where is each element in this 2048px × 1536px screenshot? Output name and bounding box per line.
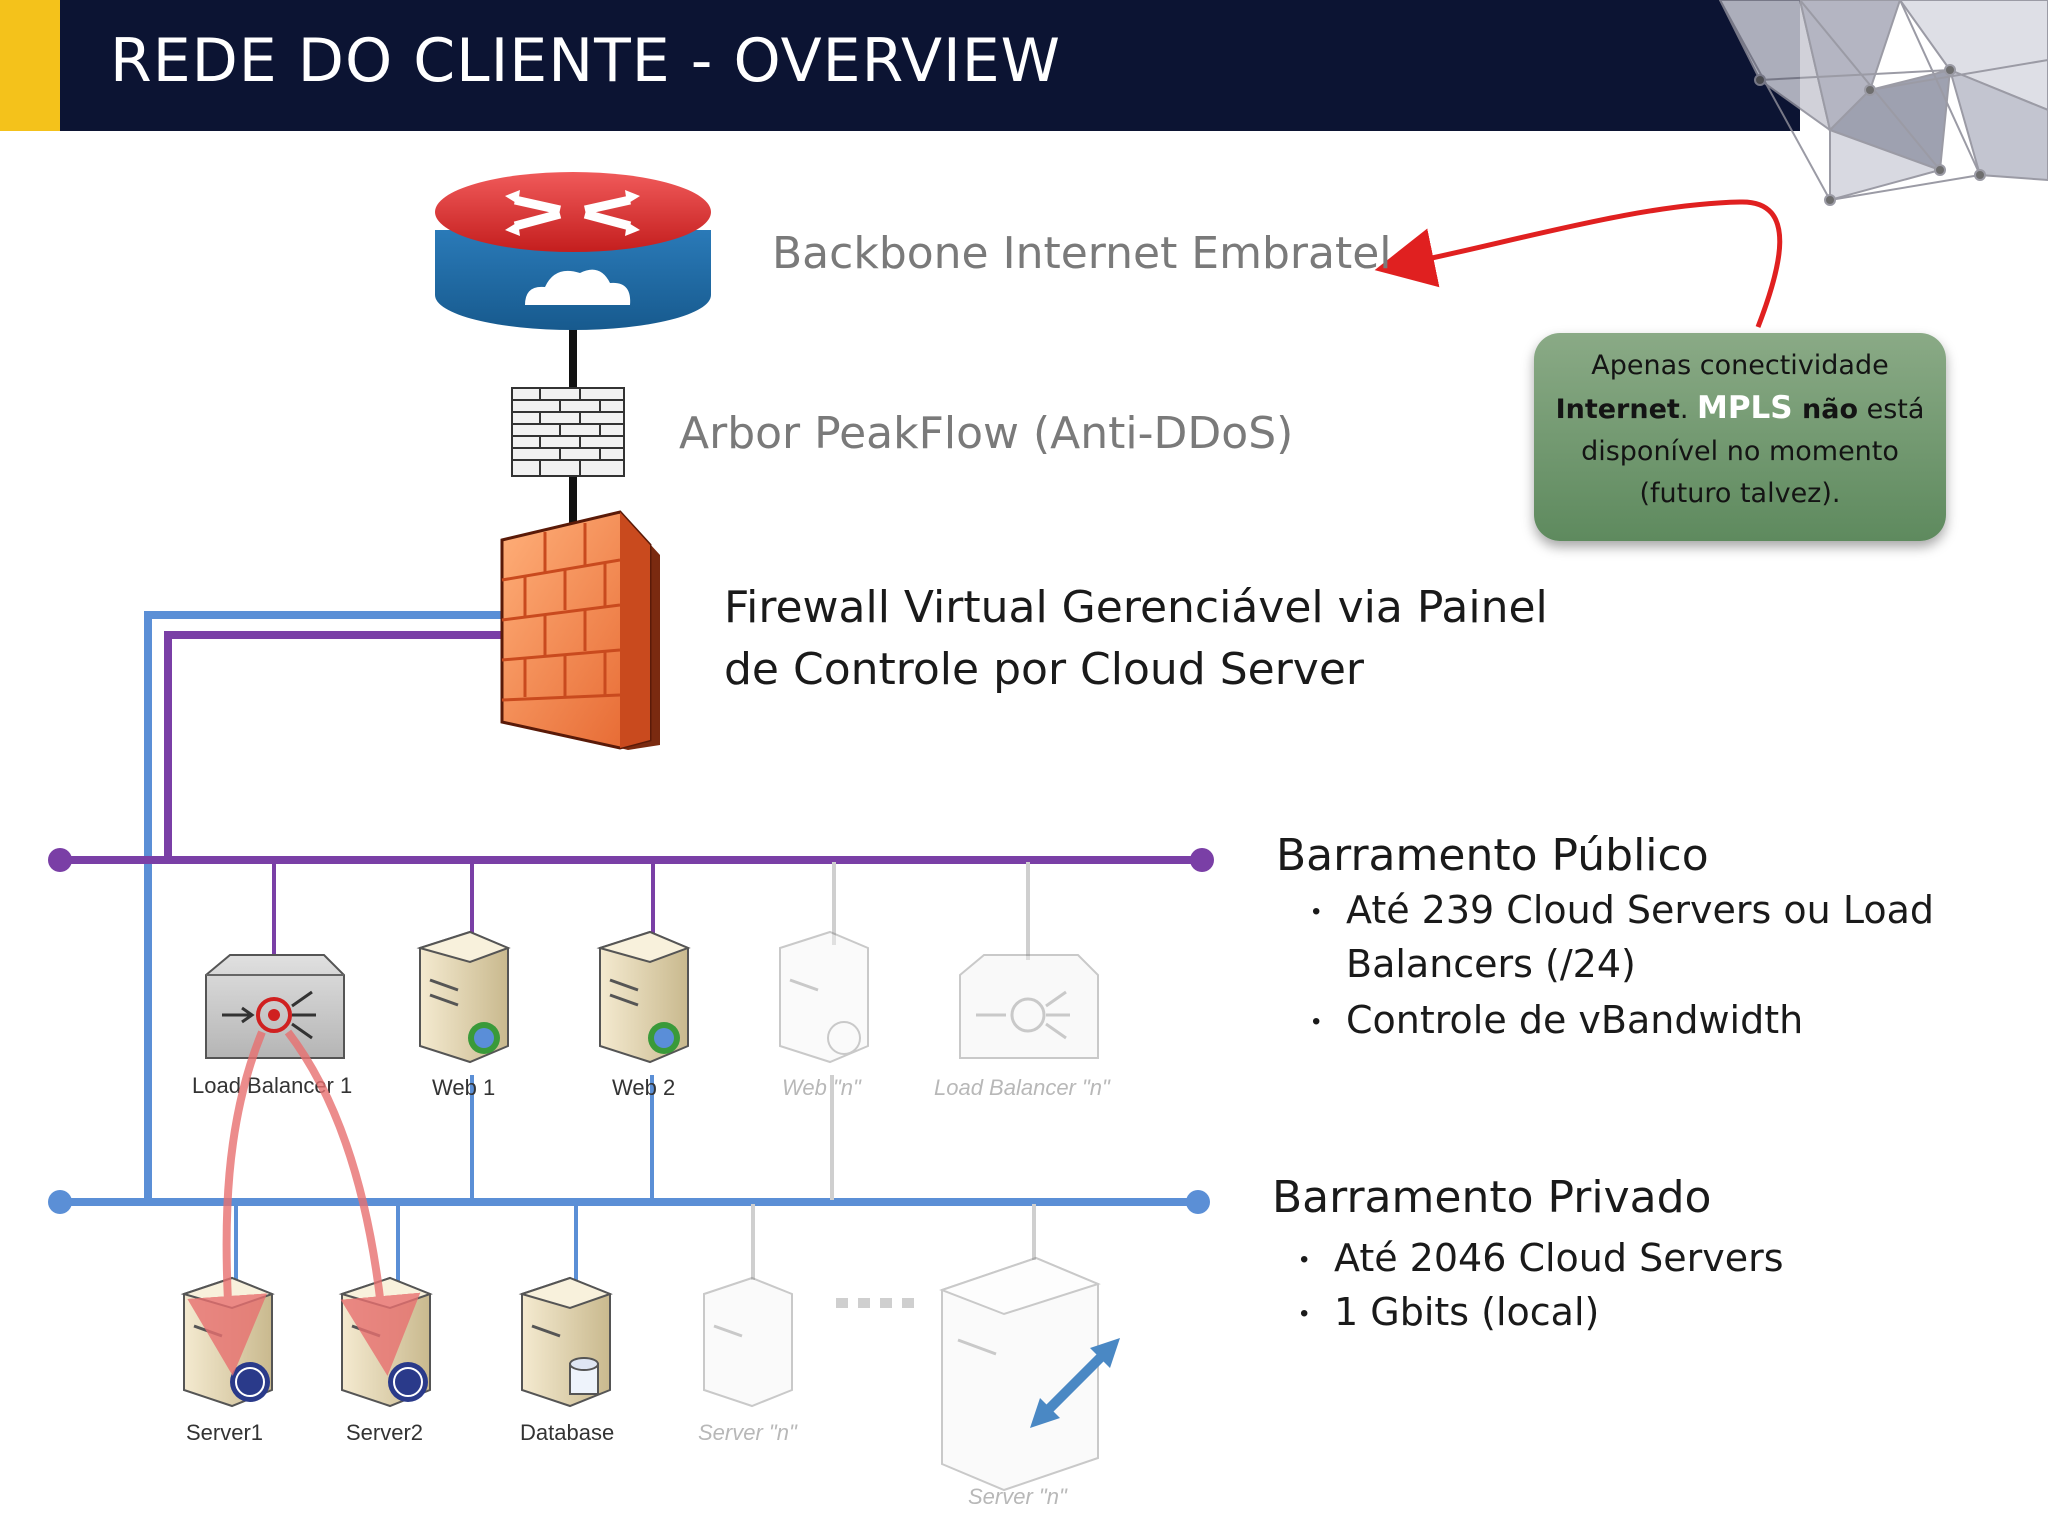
bullet-marker: • xyxy=(1300,1300,1309,1327)
header-accent xyxy=(0,0,60,131)
private-bus-title: Barramento Privado xyxy=(1272,1172,1712,1223)
callout-line4: (futuro talvez). xyxy=(1639,478,1841,509)
public-droplines xyxy=(272,862,655,958)
node-label-server2: Server2 xyxy=(346,1420,423,1445)
backbone-label: Backbone Internet Embratel xyxy=(772,228,1392,279)
callout-line3: disponível no momento xyxy=(1581,436,1899,467)
more-nodes-ellipsis xyxy=(836,1298,914,1308)
web1-server-icon xyxy=(416,930,511,1064)
public-bus-title: Barramento Público xyxy=(1276,830,1709,881)
private-bus-endpoint-left xyxy=(48,1190,72,1214)
node-label-webn: Web "n" xyxy=(782,1075,862,1100)
callout-arrow xyxy=(1374,199,1783,328)
public-droplines-faded xyxy=(832,862,1030,960)
firewall-icon xyxy=(500,510,660,750)
firewall-label-line2: de Controle por Cloud Server xyxy=(724,644,1364,695)
callout-box: Apenas conectividade Internet. MPLS não … xyxy=(1534,333,1946,541)
node-label-web1: Web 1 xyxy=(432,1075,495,1100)
bullet-marker: • xyxy=(1312,1008,1321,1035)
public-bus-bullet-1-cont: Balancers (/24) xyxy=(1346,942,1636,986)
private-droplines-faded xyxy=(751,1075,1036,1280)
lb-to-server2-arrow xyxy=(284,1029,421,1376)
node-label-lbn: Load Balancer "n" xyxy=(934,1075,1111,1100)
node-label-database: Database xyxy=(520,1420,614,1445)
callout-line1: Apenas conectividade xyxy=(1591,350,1889,381)
web2-server-icon xyxy=(596,930,691,1064)
arbor-label: Arbor PeakFlow (Anti-DDoS) xyxy=(679,408,1294,459)
load-balancer-1-icon xyxy=(205,954,345,1059)
private-bus-endpoint-right xyxy=(1186,1190,1210,1214)
database-server-icon xyxy=(518,1276,613,1408)
webn-server-icon xyxy=(779,930,869,1064)
public-bus-endpoint-right xyxy=(1190,848,1214,872)
public-bus-endpoint-left xyxy=(48,848,72,872)
callout-nao: não xyxy=(1792,394,1859,425)
private-droplines xyxy=(234,1075,654,1285)
servern-large-icon xyxy=(939,1256,1120,1492)
server2-icon xyxy=(338,1276,433,1408)
public-bus-bullet-2: Controle de vBandwidth xyxy=(1346,998,1804,1042)
arbor-wall-icon xyxy=(511,387,625,477)
servern-icon xyxy=(703,1276,793,1408)
public-bus-bullet-1: Até 239 Cloud Servers ou Load xyxy=(1346,888,1934,932)
callout-esta: está xyxy=(1858,394,1925,425)
node-label-server1: Server1 xyxy=(186,1420,263,1445)
node-label-servern-large: Server "n" xyxy=(968,1484,1068,1509)
header-bar xyxy=(0,0,1800,131)
callout-mpls: MPLS xyxy=(1696,390,1793,426)
bullet-marker: • xyxy=(1312,898,1321,925)
decorative-mesh xyxy=(1718,0,2048,206)
load-balancer-n-icon xyxy=(959,954,1099,1059)
callout-period: . xyxy=(1679,394,1697,425)
firewall-label-line1: Firewall Virtual Gerenciável via Painel xyxy=(724,582,1548,633)
bullet-marker: • xyxy=(1300,1246,1309,1273)
node-label-servern: Server "n" xyxy=(698,1420,798,1445)
lb-to-server1-arrow xyxy=(187,1030,268,1376)
private-uplink xyxy=(144,611,502,1200)
public-uplink xyxy=(164,631,502,860)
callout-internet: Internet xyxy=(1555,394,1680,425)
private-bus-bullet-1: Até 2046 Cloud Servers xyxy=(1334,1236,1784,1280)
router-icon xyxy=(435,172,711,330)
page-title: REDE DO CLIENTE - OVERVIEW xyxy=(110,26,1061,96)
node-label-web2: Web 2 xyxy=(612,1075,675,1100)
callout-line2: Internet. MPLS não está xyxy=(1534,387,1946,431)
private-bus-bullet-2: 1 Gbits (local) xyxy=(1334,1290,1600,1334)
